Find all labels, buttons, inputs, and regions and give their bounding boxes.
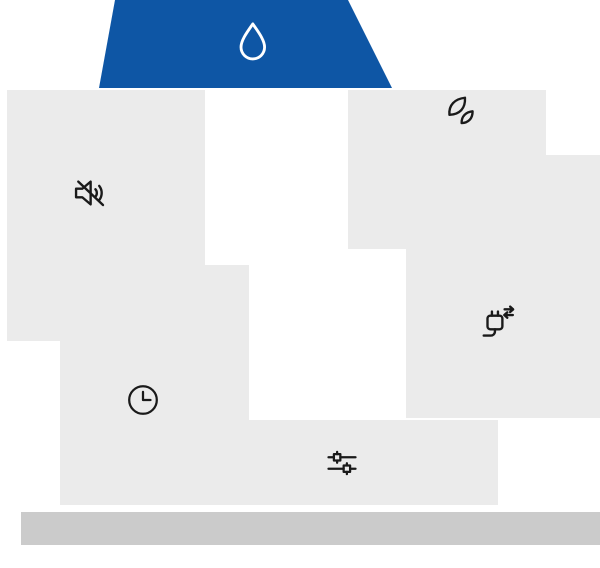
- water-drop-icon: [239, 22, 267, 61]
- tile-remote[interactable]: [406, 155, 600, 418]
- sliders-icon: [327, 450, 357, 476]
- water-banner[interactable]: [99, 0, 392, 88]
- speaker-muted-icon: [74, 180, 105, 207]
- bottom-bar: [21, 512, 600, 545]
- banner-trapezoid: [99, 0, 392, 88]
- clock-icon: [128, 385, 158, 415]
- eco-leaves-icon: [448, 96, 474, 125]
- plug-sync-icon: [482, 305, 515, 337]
- tile-settings[interactable]: [205, 420, 498, 505]
